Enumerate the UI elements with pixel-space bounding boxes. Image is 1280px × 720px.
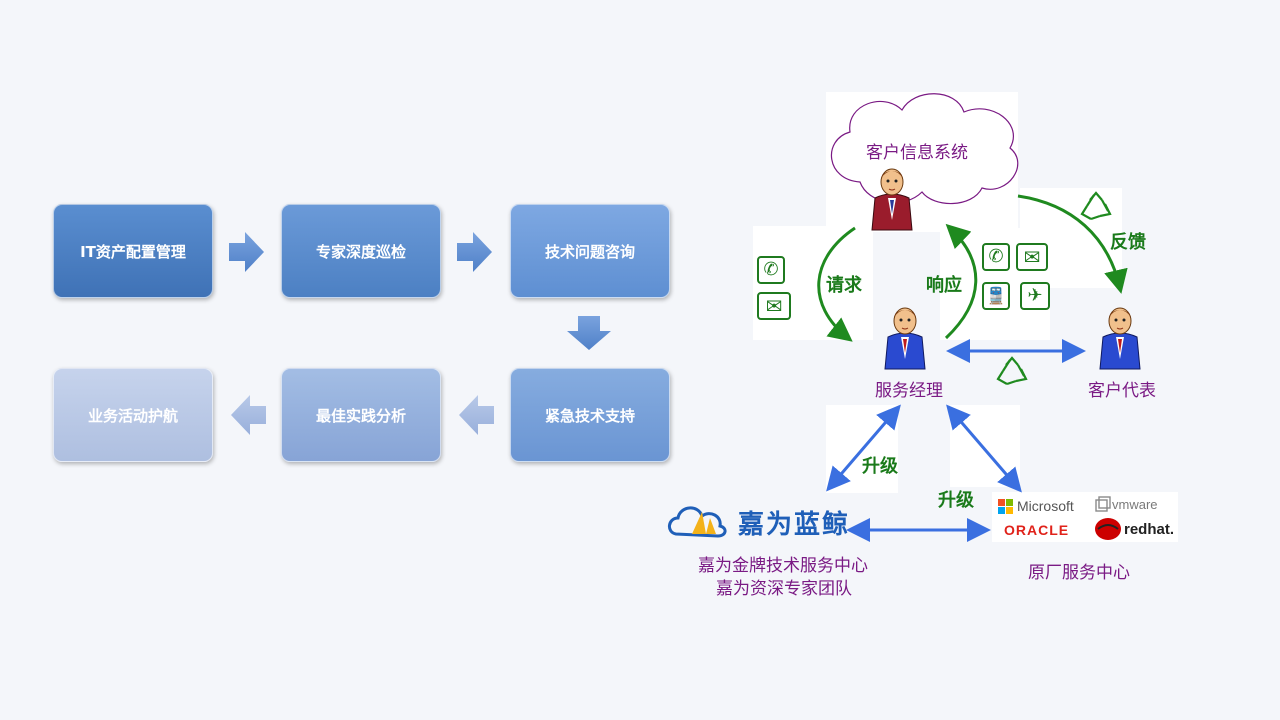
flow-step-tech-consult: 技术问题咨询 xyxy=(510,204,670,298)
microsoft-logo-text: Microsoft xyxy=(1017,498,1074,514)
feedback-label: 反馈 xyxy=(1110,232,1146,253)
vmware-logo-text: vmware xyxy=(1112,497,1158,512)
jiawei-logo-icon xyxy=(668,506,727,538)
flow-step-asset-config: IT资产配置管理 xyxy=(53,204,213,298)
flow-step-label: 业务活动护航 xyxy=(87,406,178,425)
jiawei-logo-text: 嘉为蓝鲸 xyxy=(738,510,851,540)
jiawei-center-line2: 嘉为资深专家团队 xyxy=(716,579,852,599)
escalate-right-arrow xyxy=(946,404,1022,493)
train-icon: 🚆 xyxy=(982,282,1010,310)
person-icon xyxy=(1099,307,1141,370)
feedback-arrow xyxy=(1017,194,1128,294)
escalate-right-label: 升级 xyxy=(938,490,974,511)
flow-step-best-practice: 最佳实践分析 xyxy=(281,368,441,462)
customer-rep-label: 客户代表 xyxy=(1088,381,1156,401)
vmware-logo-icon xyxy=(1095,496,1111,512)
response-label: 响应 xyxy=(926,275,962,296)
mail-icon: ✉ xyxy=(1016,243,1048,271)
redhat-logo-text: redhat. xyxy=(1124,521,1175,538)
flow-step-label: 紧急技术支持 xyxy=(544,406,635,425)
flow-step-label: 专家深度巡检 xyxy=(315,242,406,261)
flow-step-expert-inspection: 专家深度巡检 xyxy=(281,204,441,298)
cloud-label: 客户信息系统 xyxy=(866,143,968,163)
response-arrow xyxy=(944,223,978,340)
jiawei-center-line1: 嘉为金牌技术服务中心 xyxy=(698,556,868,576)
phone-icon: ✆ xyxy=(982,243,1010,271)
phone-icon: ✆ xyxy=(757,256,785,284)
flow-step-business-escort: 业务活动护航 xyxy=(53,368,213,462)
flow-step-emergency-support: 紧急技术支持 xyxy=(510,368,670,462)
escalate-left-label: 升级 xyxy=(862,456,898,477)
microsoft-logo-icon xyxy=(998,499,1013,514)
request-label: 请求 xyxy=(826,275,862,296)
mail-icon: ✉ xyxy=(757,292,791,320)
redhat-logo-icon xyxy=(1095,518,1121,540)
recycle-icon xyxy=(1080,191,1112,221)
person-icon xyxy=(884,307,926,370)
flow-step-label: 最佳实践分析 xyxy=(315,406,406,425)
oracle-logo-text: ORACLE xyxy=(1004,522,1070,538)
cloud-icon xyxy=(830,93,1019,205)
flow-step-label: 技术问题咨询 xyxy=(544,242,635,261)
service-manager-label: 服务经理 xyxy=(875,381,943,401)
airplane-icon: ✈ xyxy=(1020,282,1050,310)
person-icon xyxy=(871,168,913,231)
request-arrow xyxy=(817,226,856,342)
recycle-icon xyxy=(996,356,1028,386)
vendor-center-label: 原厂服务中心 xyxy=(1028,563,1130,583)
escalate-left-arrow xyxy=(826,404,901,492)
flow-step-label: IT资产配置管理 xyxy=(80,242,186,261)
